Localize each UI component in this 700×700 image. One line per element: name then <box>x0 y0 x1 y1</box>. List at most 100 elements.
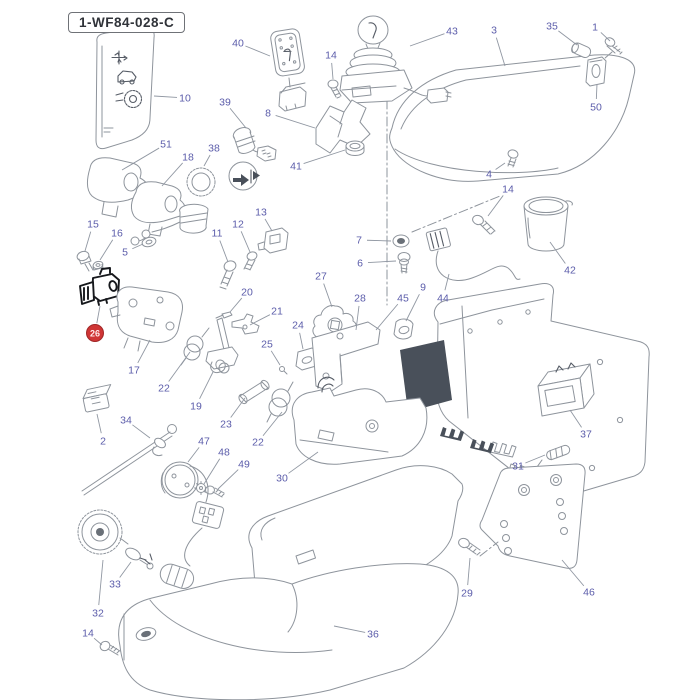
leader-line-42 <box>549 241 566 264</box>
part-callout-38[interactable]: 38 <box>208 143 220 155</box>
part-bushing-35-drawing <box>571 42 592 59</box>
part-callout-6[interactable]: 6 <box>357 258 363 270</box>
diagram-code-label: 1-WF84-028-C <box>68 12 186 33</box>
part-latch-9-drawing <box>393 318 414 340</box>
part-callout-22[interactable]: 22 <box>252 437 264 449</box>
part-callout-14[interactable]: 14 <box>82 628 94 640</box>
part-callout-15[interactable]: 15 <box>87 219 99 231</box>
part-callout-49[interactable]: 49 <box>238 459 250 471</box>
part-callout-4[interactable]: 4 <box>486 169 492 181</box>
leader-line-19 <box>199 371 214 400</box>
part-callout-11[interactable]: 11 <box>212 228 223 240</box>
part-bracket-21-drawing <box>231 313 260 335</box>
part-switch-44-drawing <box>411 195 521 281</box>
leader-line-26 <box>96 305 101 324</box>
leader-line-38 <box>203 154 211 167</box>
part-rod-34-drawing <box>81 424 177 496</box>
part-callout-39[interactable]: 39 <box>219 97 231 109</box>
part-callout-42[interactable]: 42 <box>564 265 576 277</box>
part-callout-35[interactable]: 35 <box>546 21 558 33</box>
part-arrow-decal-drawing <box>228 161 260 191</box>
part-callout-2[interactable]: 2 <box>100 436 106 448</box>
part-callout-30[interactable]: 30 <box>276 473 288 485</box>
leader-line-29 <box>467 557 471 586</box>
part-callout-21[interactable]: 21 <box>271 306 283 318</box>
part-callout-5[interactable]: 5 <box>122 247 128 259</box>
part-callout-20[interactable]: 20 <box>241 287 253 299</box>
part-washer-5-drawing <box>141 236 157 248</box>
part-callout-9[interactable]: 9 <box>420 282 426 294</box>
part-callout-31[interactable]: 31 <box>512 461 524 473</box>
part-screw-14c-drawing <box>99 640 121 656</box>
part-callout-32[interactable]: 32 <box>92 608 104 620</box>
leader-line-27 <box>323 283 333 308</box>
selected-part-highlight[interactable] <box>86 324 104 342</box>
part-spring-22b-drawing <box>266 381 294 423</box>
part-callout-47[interactable]: 47 <box>198 436 210 448</box>
part-callout-1[interactable]: 1 <box>592 22 598 34</box>
part-callout-51[interactable]: 51 <box>160 139 172 151</box>
part-cap-41-drawing <box>345 140 365 156</box>
part-callout-45[interactable]: 45 <box>397 293 409 305</box>
part-callout-24[interactable]: 24 <box>292 320 304 332</box>
leader-line-16 <box>99 239 114 261</box>
part-bolt-11-drawing <box>219 260 237 290</box>
part-callout-13[interactable]: 13 <box>255 207 267 219</box>
part-callout-14[interactable]: 14 <box>502 184 514 196</box>
part-callout-40[interactable]: 40 <box>232 38 244 50</box>
leader-line-47 <box>187 447 200 463</box>
part-callout-34[interactable]: 34 <box>120 415 132 427</box>
part-switch-bezel-40-drawing <box>270 28 307 112</box>
part-nut-16-drawing <box>92 260 104 271</box>
part-dial-32-33-drawing <box>77 509 195 589</box>
part-bolt-15-drawing <box>76 250 94 272</box>
part-callout-33[interactable]: 33 <box>109 579 121 591</box>
part-callout-3[interactable]: 3 <box>491 25 497 37</box>
part-callout-10[interactable]: 10 <box>179 93 191 105</box>
part-callout-41[interactable]: 41 <box>290 161 302 173</box>
part-callout-8[interactable]: 8 <box>265 108 271 120</box>
leader-line-14 <box>487 195 504 217</box>
leader-line-31 <box>525 454 546 464</box>
part-callout-28[interactable]: 28 <box>354 293 366 305</box>
leader-line-32 <box>98 559 104 606</box>
part-lever-19-drawing <box>205 314 239 374</box>
leader-line-18 <box>161 162 183 187</box>
part-callout-14[interactable]: 14 <box>325 50 337 62</box>
part-callout-44[interactable]: 44 <box>437 293 449 305</box>
part-callout-29[interactable]: 29 <box>461 588 473 600</box>
part-callout-12[interactable]: 12 <box>232 219 244 231</box>
part-callout-48[interactable]: 48 <box>218 447 230 459</box>
part-callout-23[interactable]: 23 <box>220 419 232 431</box>
part-callout-25[interactable]: 25 <box>261 339 273 351</box>
part-knob-51-drawing <box>86 157 148 218</box>
part-inner-module-drawing <box>400 340 495 453</box>
part-callout-17[interactable]: 17 <box>128 365 140 377</box>
part-pin-25-drawing <box>279 366 288 375</box>
leader-line-33 <box>119 561 132 578</box>
leader-line-10 <box>153 95 178 98</box>
part-callout-37[interactable]: 37 <box>580 429 592 441</box>
part-callout-46[interactable]: 46 <box>583 587 595 599</box>
leader-line-22 <box>262 411 283 437</box>
part-ring-38-drawing <box>130 167 216 246</box>
part-callout-7[interactable]: 7 <box>356 235 362 247</box>
leader-line-49 <box>217 469 239 490</box>
part-callout-43[interactable]: 43 <box>446 26 458 38</box>
part-callout-22[interactable]: 22 <box>158 383 170 395</box>
part-callout-18[interactable]: 18 <box>182 152 194 164</box>
part-callout-16[interactable]: 16 <box>111 228 123 240</box>
part-callout-36[interactable]: 36 <box>367 629 379 641</box>
leader-line-9 <box>405 293 420 322</box>
part-callout-26-selected[interactable]: 26 <box>90 329 100 339</box>
leader-line-15 <box>84 231 92 252</box>
part-callout-27[interactable]: 27 <box>315 271 327 283</box>
part-bolt-6-drawing <box>397 252 411 274</box>
leader-line-44 <box>444 273 450 291</box>
part-callout-19[interactable]: 19 <box>190 401 202 413</box>
part-screw-14b-drawing <box>472 214 496 235</box>
leader-line-21 <box>249 314 271 326</box>
part-callout-50[interactable]: 50 <box>590 102 602 114</box>
